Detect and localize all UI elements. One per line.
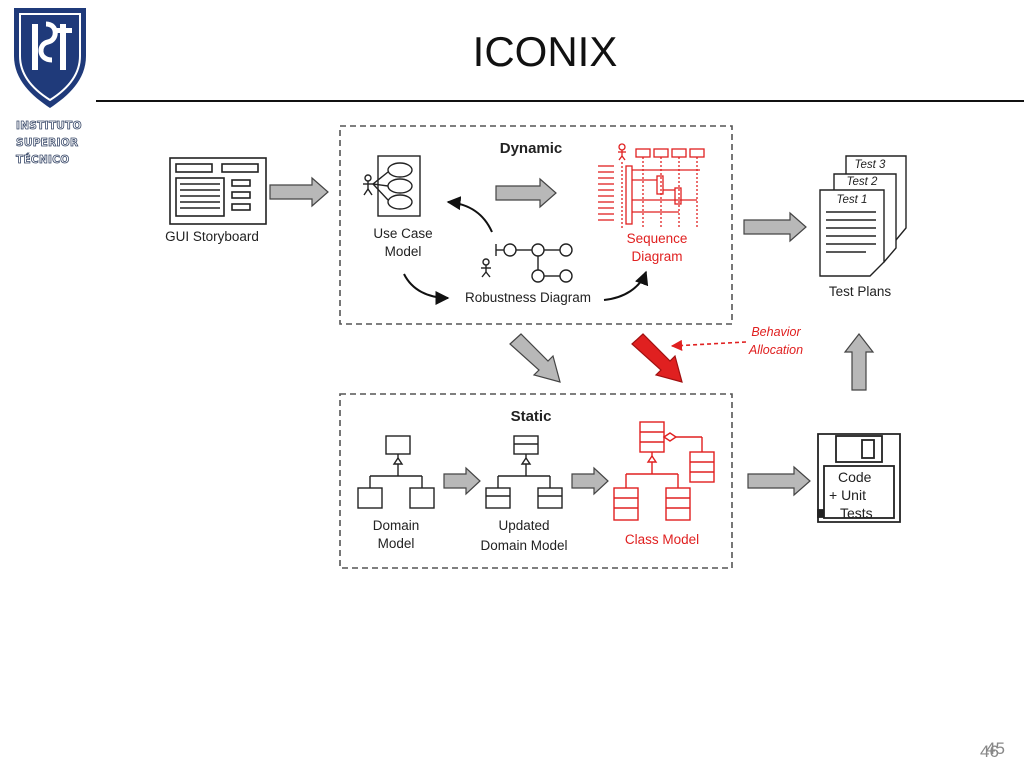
- robustness-diagram-icon: [481, 243, 573, 283]
- sequence-diagram-icon: [598, 143, 705, 228]
- test-plans-icon: [819, 155, 907, 277]
- behavior-allocation-label: Behavior: [751, 325, 801, 339]
- arrow-usecase-to-sequence: [495, 177, 557, 209]
- code-label: Code: [838, 469, 872, 485]
- behavior-allocation-label: Allocation: [748, 343, 803, 357]
- use-case-model-icon: [363, 155, 421, 217]
- use-case-label: Model: [385, 244, 422, 259]
- static-box: [339, 393, 733, 569]
- dynamic-label: Dynamic: [500, 140, 563, 157]
- floppy-disk-icon: [817, 433, 901, 523]
- updated-domain-model-icon: [485, 435, 563, 509]
- sequence-label: Sequence: [627, 231, 688, 246]
- page-number-behind: 46: [980, 742, 999, 761]
- title-underline: [96, 100, 1024, 102]
- test-sheet-label: Test 2: [847, 176, 879, 188]
- domain-model-label: Domain: [373, 518, 420, 533]
- class-model-icon: [613, 421, 715, 521]
- test-sheet-label: Test 3: [855, 159, 887, 171]
- robustness-label: Robustness Diagram: [465, 290, 591, 305]
- page-title: ICONIX: [472, 28, 618, 75]
- ist-logo: [14, 8, 86, 108]
- sequence-label: Diagram: [631, 249, 682, 264]
- updated-domain-label: Domain Model: [480, 538, 567, 553]
- class-model-label: Class Model: [625, 532, 699, 547]
- curve-arrow-usecase-to-robustness: [403, 273, 450, 305]
- arrow-gui-to-dynamic: [269, 176, 329, 208]
- test-plans-label: Test Plans: [829, 284, 892, 299]
- dynamic-box: [339, 125, 733, 325]
- curve-arrow-robustness-to-usecase: [446, 196, 493, 233]
- gui-storyboard-label: GUI Storyboard: [165, 229, 259, 244]
- arrow-sequence-to-classmodel: [631, 333, 683, 383]
- updated-domain-label: Updated: [498, 518, 549, 533]
- test-sheet-label: Test 1: [837, 194, 868, 206]
- static-label: Static: [511, 408, 552, 425]
- arrow-updated-to-classmodel: [571, 466, 609, 496]
- code-label: + Unit: [829, 487, 866, 503]
- arrow-dynamic-to-testplans: [743, 211, 807, 243]
- domain-model-icon: [357, 435, 435, 509]
- code-label: Tests: [840, 505, 873, 521]
- behavior-allocation-arrow: [670, 339, 747, 352]
- domain-model-label: Model: [378, 536, 415, 551]
- logo-line: SUPERIOR: [16, 137, 79, 150]
- logo-line: TÉCNICO: [16, 154, 70, 167]
- use-case-label: Use Case: [373, 226, 432, 241]
- logo-line: INSTITUTO: [16, 120, 82, 133]
- page-number-front: 45: [986, 739, 1005, 758]
- arrow-code-to-testplans: [843, 333, 875, 391]
- arrow-dynamic-to-static: [509, 333, 561, 383]
- arrow-domain-to-updated: [443, 466, 481, 496]
- logo-text: INSTITUTO SUPERIOR TÉCNICO: [16, 118, 96, 169]
- gui-storyboard-icon: [169, 157, 267, 225]
- curve-arrow-robustness-to-sequence: [603, 270, 649, 301]
- arrow-static-to-code: [747, 465, 811, 497]
